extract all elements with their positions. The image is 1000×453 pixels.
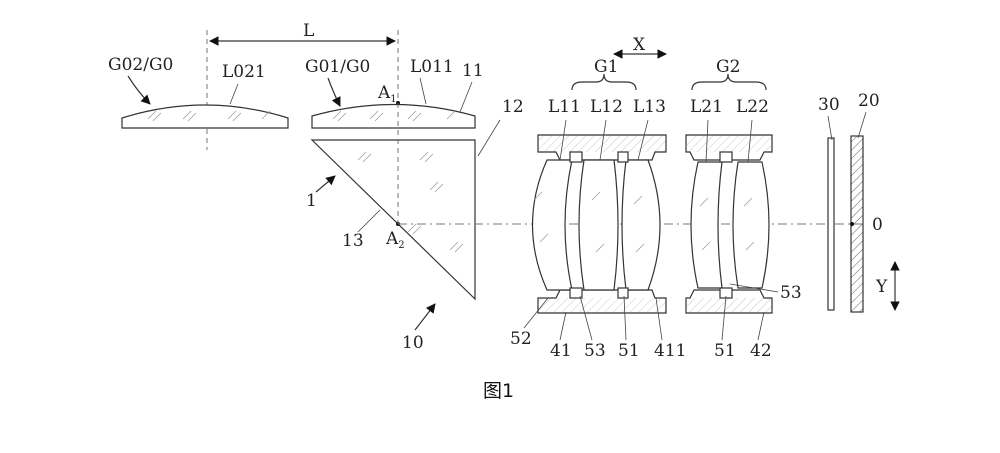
label-53b: 53: [780, 283, 802, 303]
label-a2: A2: [385, 229, 405, 251]
label-l13: L13: [633, 97, 666, 117]
label-10: 10: [402, 333, 424, 353]
label-42: 42: [750, 341, 772, 361]
label-1: 1: [306, 191, 317, 211]
label-411: 411: [654, 341, 686, 361]
label-30: 30: [818, 95, 840, 115]
prism-10: [310, 139, 476, 301]
label-l011: L011: [410, 57, 454, 77]
label-53a: 53: [584, 341, 606, 361]
spacer-51-bottom: [617, 287, 629, 299]
filter-30: [827, 137, 835, 311]
label-l21: L21: [690, 97, 723, 117]
lens-l22: [732, 161, 770, 289]
figure-caption: 图1: [483, 380, 514, 402]
lens-l13: [621, 159, 661, 291]
lens-l21: [690, 161, 723, 289]
label-g01-g0: G01/G0: [305, 57, 370, 77]
dimension-l: L: [206, 21, 399, 150]
lens-l11: [531, 159, 573, 291]
label-51b: 51: [714, 341, 736, 361]
spacer-51-top: [617, 151, 629, 163]
spacer-51-g2-top: [719, 151, 733, 163]
label-g2: G2: [716, 57, 740, 77]
label-y: Y: [875, 277, 888, 297]
label-a1: A1: [377, 83, 397, 105]
label-g02-g0: G02/G0: [108, 55, 173, 75]
lens-l12: [578, 159, 619, 291]
label-l22: L22: [736, 97, 769, 117]
label-l021: L021: [222, 62, 266, 82]
dimension-l-label: L: [303, 21, 314, 41]
label-11: 11: [462, 61, 484, 81]
label-l11: L11: [548, 97, 581, 117]
label-l12: L12: [590, 97, 623, 117]
lens-l021: [121, 104, 289, 129]
barrel-42: [685, 134, 773, 314]
label-20: 20: [858, 91, 880, 111]
label-41: 41: [550, 341, 572, 361]
label-51a: 51: [618, 341, 640, 361]
spacer-53-bottom: [569, 287, 583, 299]
label-13: 13: [342, 231, 364, 251]
label-g1: G1: [594, 57, 618, 77]
label-12: 12: [502, 97, 524, 117]
lens-l011: [311, 103, 476, 129]
label-52: 52: [510, 329, 532, 349]
spacer-53-top: [569, 151, 583, 163]
label-x: X: [633, 35, 646, 55]
label-o: 0: [872, 215, 883, 235]
